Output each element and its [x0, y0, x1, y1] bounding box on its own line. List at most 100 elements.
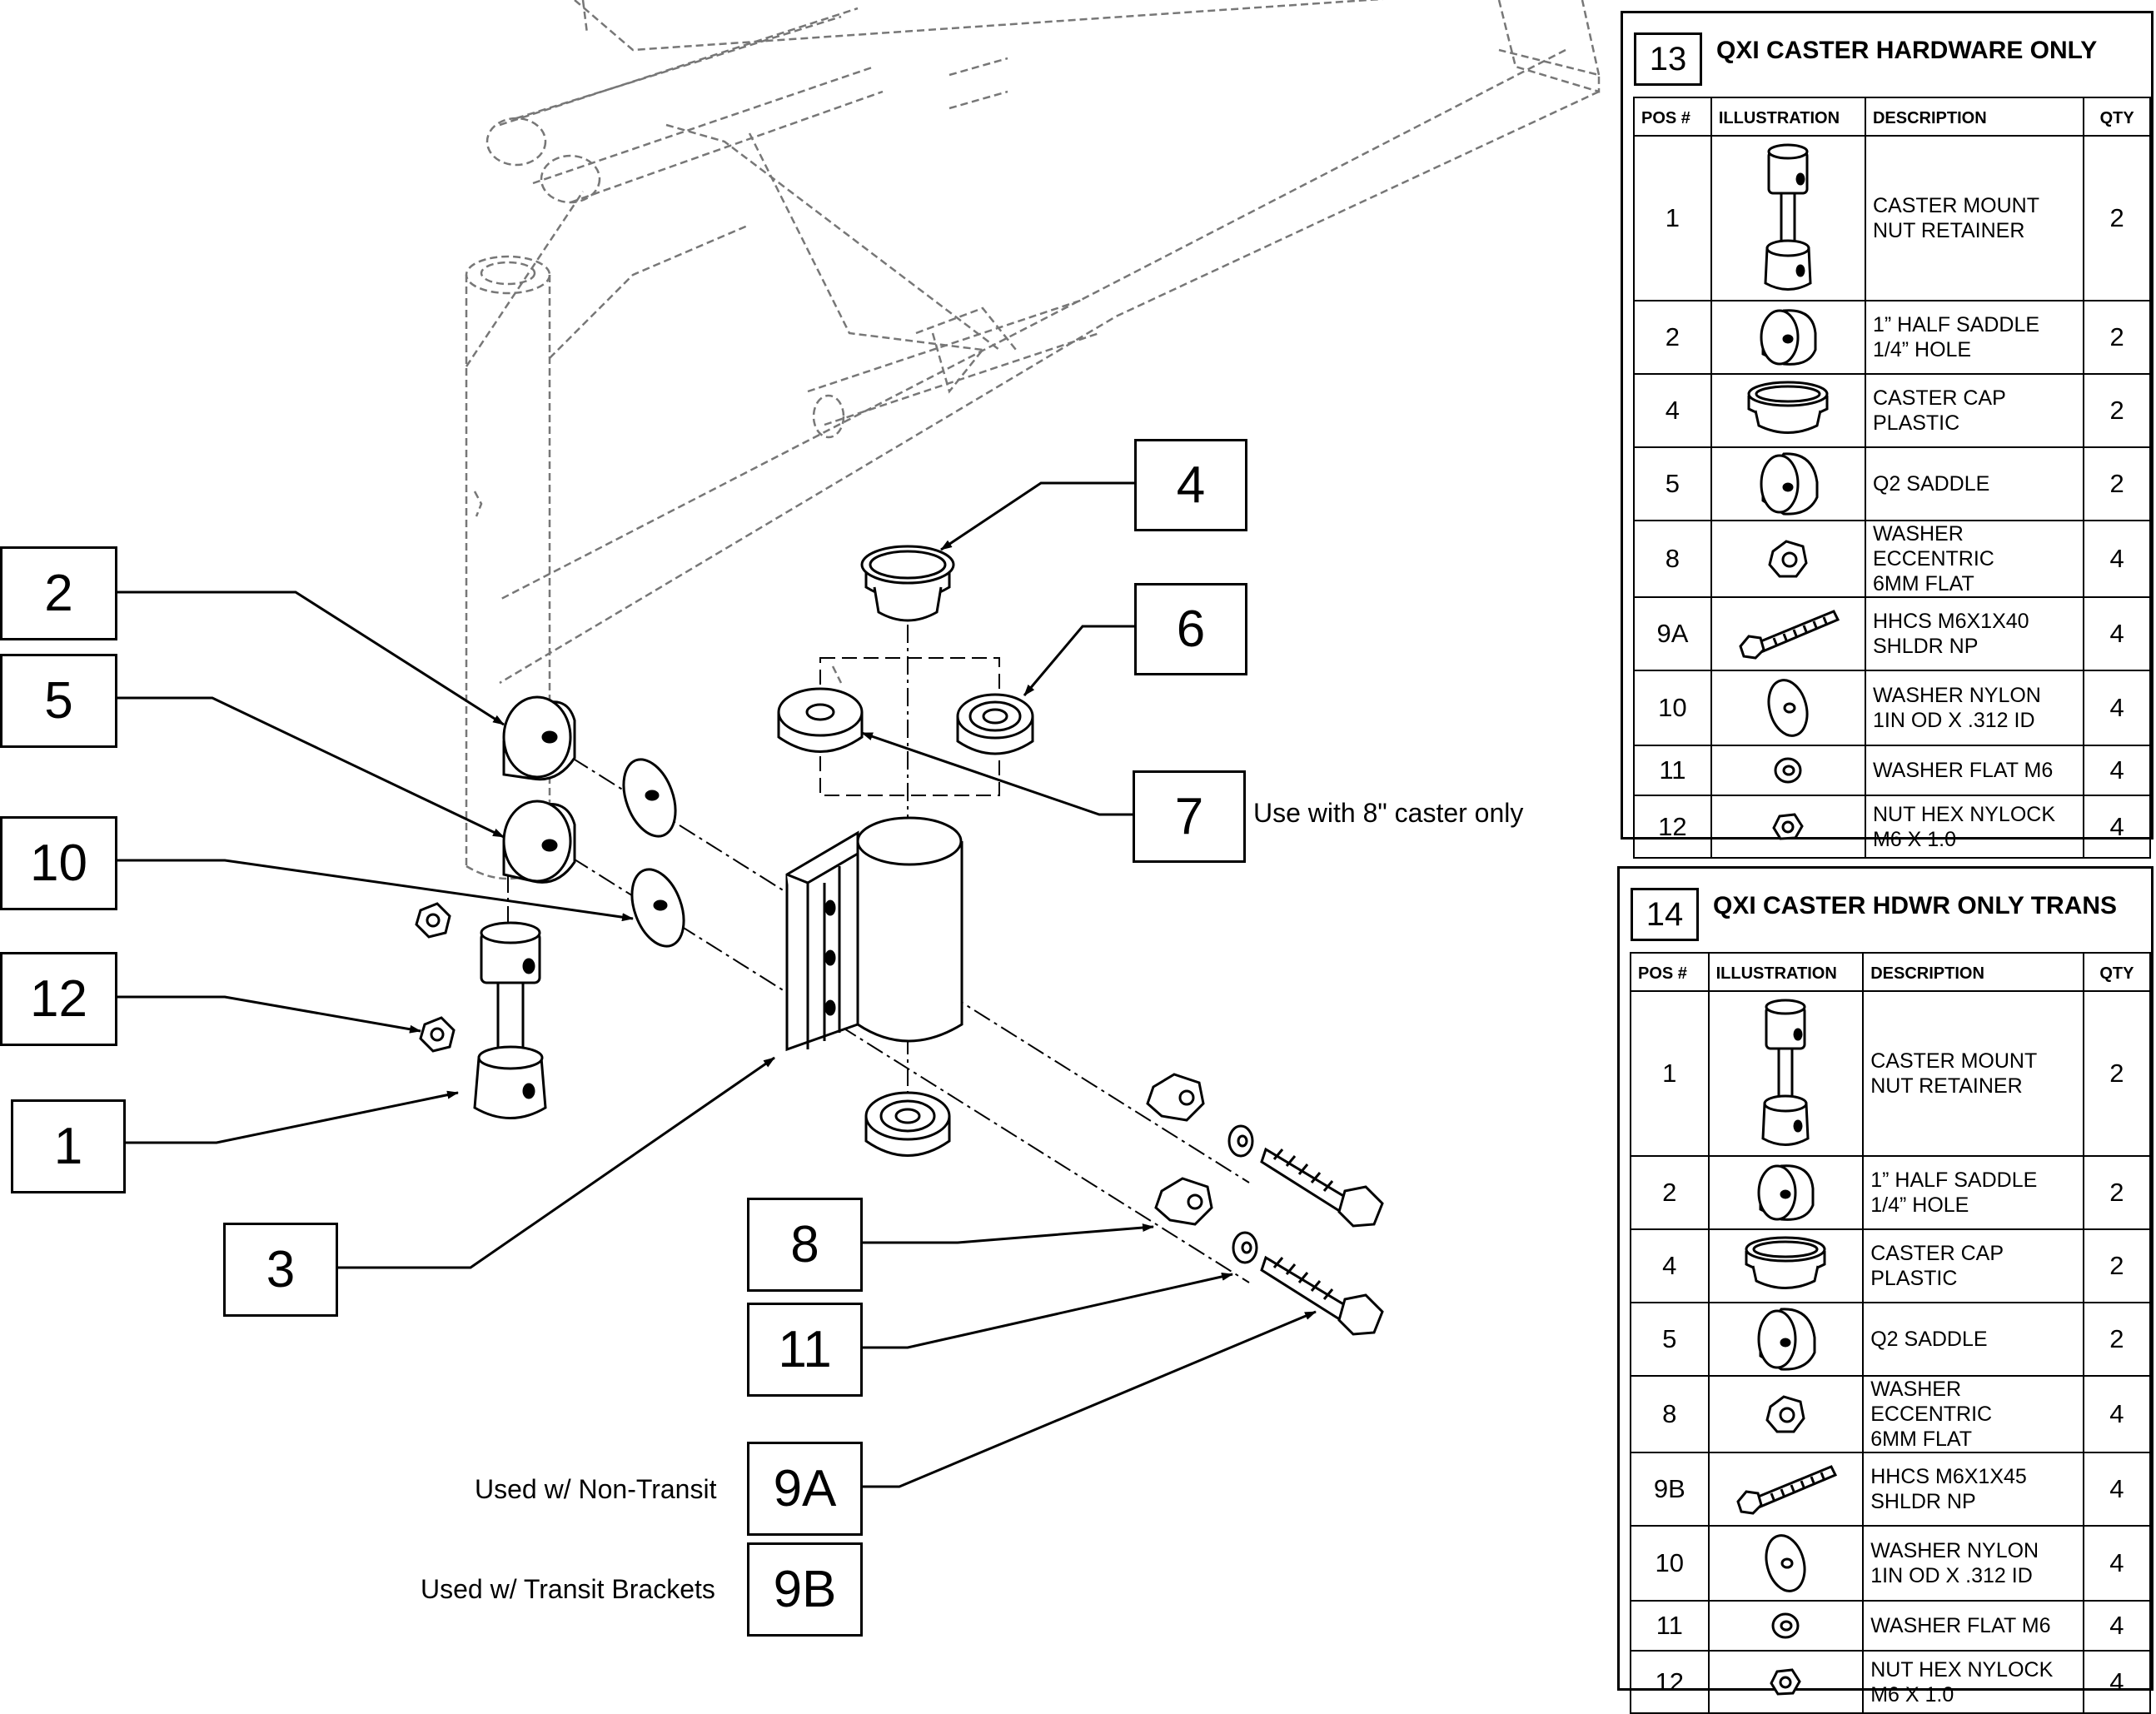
eccentric-washer-icon [1707, 1375, 1865, 1453]
callout-8: 8 [747, 1198, 863, 1292]
pos-cell: 10 [1630, 1525, 1710, 1602]
eccentric-washer-icon [1710, 520, 1866, 598]
qty-cell: 2 [2082, 1155, 2152, 1230]
callout-4: 4 [1134, 439, 1247, 531]
lower-bearing-part [864, 1091, 951, 1157]
bearing-part [956, 693, 1034, 755]
pos-cell: 9B [1630, 1452, 1710, 1527]
spacer-part [777, 687, 864, 753]
description-cell: WASHER ECCENTRIC 6MM FLAT [1864, 520, 2085, 598]
callout-2: 2 [0, 546, 117, 640]
ghost-frame [465, 0, 1601, 880]
caster-cap-part [860, 545, 955, 622]
description-cell: NUT HEX NYLOCK M6 X 1.0 [1864, 795, 2085, 859]
column-header: POS # [1633, 97, 1712, 137]
caster-cap-icon [1710, 373, 1866, 448]
qty-cell: 4 [2083, 745, 2151, 796]
pos-cell: 11 [1630, 1600, 1710, 1652]
callout-5: 5 [0, 654, 117, 748]
pos-cell: 10 [1633, 670, 1712, 746]
q2-saddle-icon [1707, 1302, 1865, 1377]
pos-cell: 2 [1633, 300, 1712, 375]
qty-cell: 2 [2082, 990, 2152, 1157]
callout-10: 10 [0, 816, 117, 910]
caster-mount-part [473, 921, 547, 1119]
qty-cell: 4 [2083, 596, 2151, 671]
description-cell: CASTER CAP PLASTIC [1864, 373, 2085, 448]
description-cell: Q2 SADDLE [1862, 1302, 2084, 1377]
description-cell: WASHER NYLON 1IN OD X .312 ID [1862, 1525, 2084, 1602]
hex-nut-icon [1710, 795, 1866, 859]
hex-nut-icon [1707, 1650, 1865, 1714]
caster-mount-icon [1710, 135, 1866, 301]
caster-cap-icon [1707, 1228, 1865, 1303]
qty-cell: 4 [2082, 1525, 2152, 1602]
callout-1: 1 [11, 1099, 126, 1193]
bolt-part [1260, 1147, 1384, 1336]
half-saddle-icon [1710, 300, 1866, 375]
pos-cell: 1 [1630, 990, 1710, 1157]
pos-cell: 11 [1633, 745, 1712, 796]
kit-title: QXI CASTER HDWR ONLY TRANS [1713, 892, 2118, 919]
nylon-washer-icon [1707, 1525, 1865, 1602]
kit-number: 14 [1631, 888, 1699, 941]
column-header: ILLUSTRATION [1710, 97, 1866, 137]
bolt-icon [1707, 1452, 1865, 1527]
parts-kit-14-panel: 14 QXI CASTER HDWR ONLY TRANS POS #ILLUS… [1617, 866, 2154, 1714]
callout-9b: 9B [747, 1542, 863, 1637]
qty-cell: 2 [2083, 446, 2151, 521]
eccentric-washer-part [1146, 1073, 1213, 1226]
description-cell: NUT HEX NYLOCK M6 X 1.0 [1862, 1650, 2084, 1714]
non-transit-note: Used w/ Non-Transit [475, 1474, 717, 1504]
callout-11: 11 [747, 1303, 863, 1397]
description-cell: HHCS M6X1X45 SHLDR NP [1862, 1452, 2084, 1527]
description-cell: WASHER ECCENTRIC 6MM FLAT [1862, 1375, 2084, 1453]
nylon-washer-part [622, 758, 685, 948]
pos-cell: 4 [1630, 1228, 1710, 1303]
callout-12: 12 [0, 952, 117, 1046]
pos-cell: 12 [1633, 795, 1712, 859]
q2-saddle-icon [1710, 446, 1866, 521]
caster-note: Use with 8" caster only [1253, 798, 1524, 828]
description-cell: WASHER FLAT M6 [1864, 745, 2085, 796]
qty-cell: 4 [2082, 1452, 2152, 1527]
pos-cell: 12 [1630, 1650, 1710, 1714]
leader-lines [112, 481, 1317, 1488]
pos-cell: 5 [1630, 1302, 1710, 1377]
callout-7: 7 [1133, 770, 1246, 863]
nylon-washer-icon [1710, 670, 1866, 746]
description-cell: CASTER MOUNT NUT RETAINER [1862, 990, 2084, 1157]
flat-washer-icon [1710, 745, 1866, 796]
qty-cell: 2 [2082, 1302, 2152, 1377]
column-header: DESCRIPTION [1864, 97, 2085, 137]
column-header: POS # [1630, 952, 1710, 992]
description-cell: CASTER CAP PLASTIC [1862, 1228, 2084, 1303]
qty-cell: 4 [2082, 1375, 2152, 1453]
column-header: QTY [2082, 952, 2152, 992]
kit-number: 13 [1634, 32, 1702, 86]
bolt-icon [1710, 596, 1866, 671]
qty-cell: 2 [2083, 373, 2151, 448]
description-cell: WASHER NYLON 1IN OD X .312 ID [1864, 670, 2085, 746]
pos-cell: 2 [1630, 1155, 1710, 1230]
callout-9a: 9A [747, 1442, 863, 1536]
q2-saddle-part [502, 800, 576, 884]
qty-cell: 4 [2083, 670, 2151, 746]
half-saddle-part [502, 695, 576, 781]
